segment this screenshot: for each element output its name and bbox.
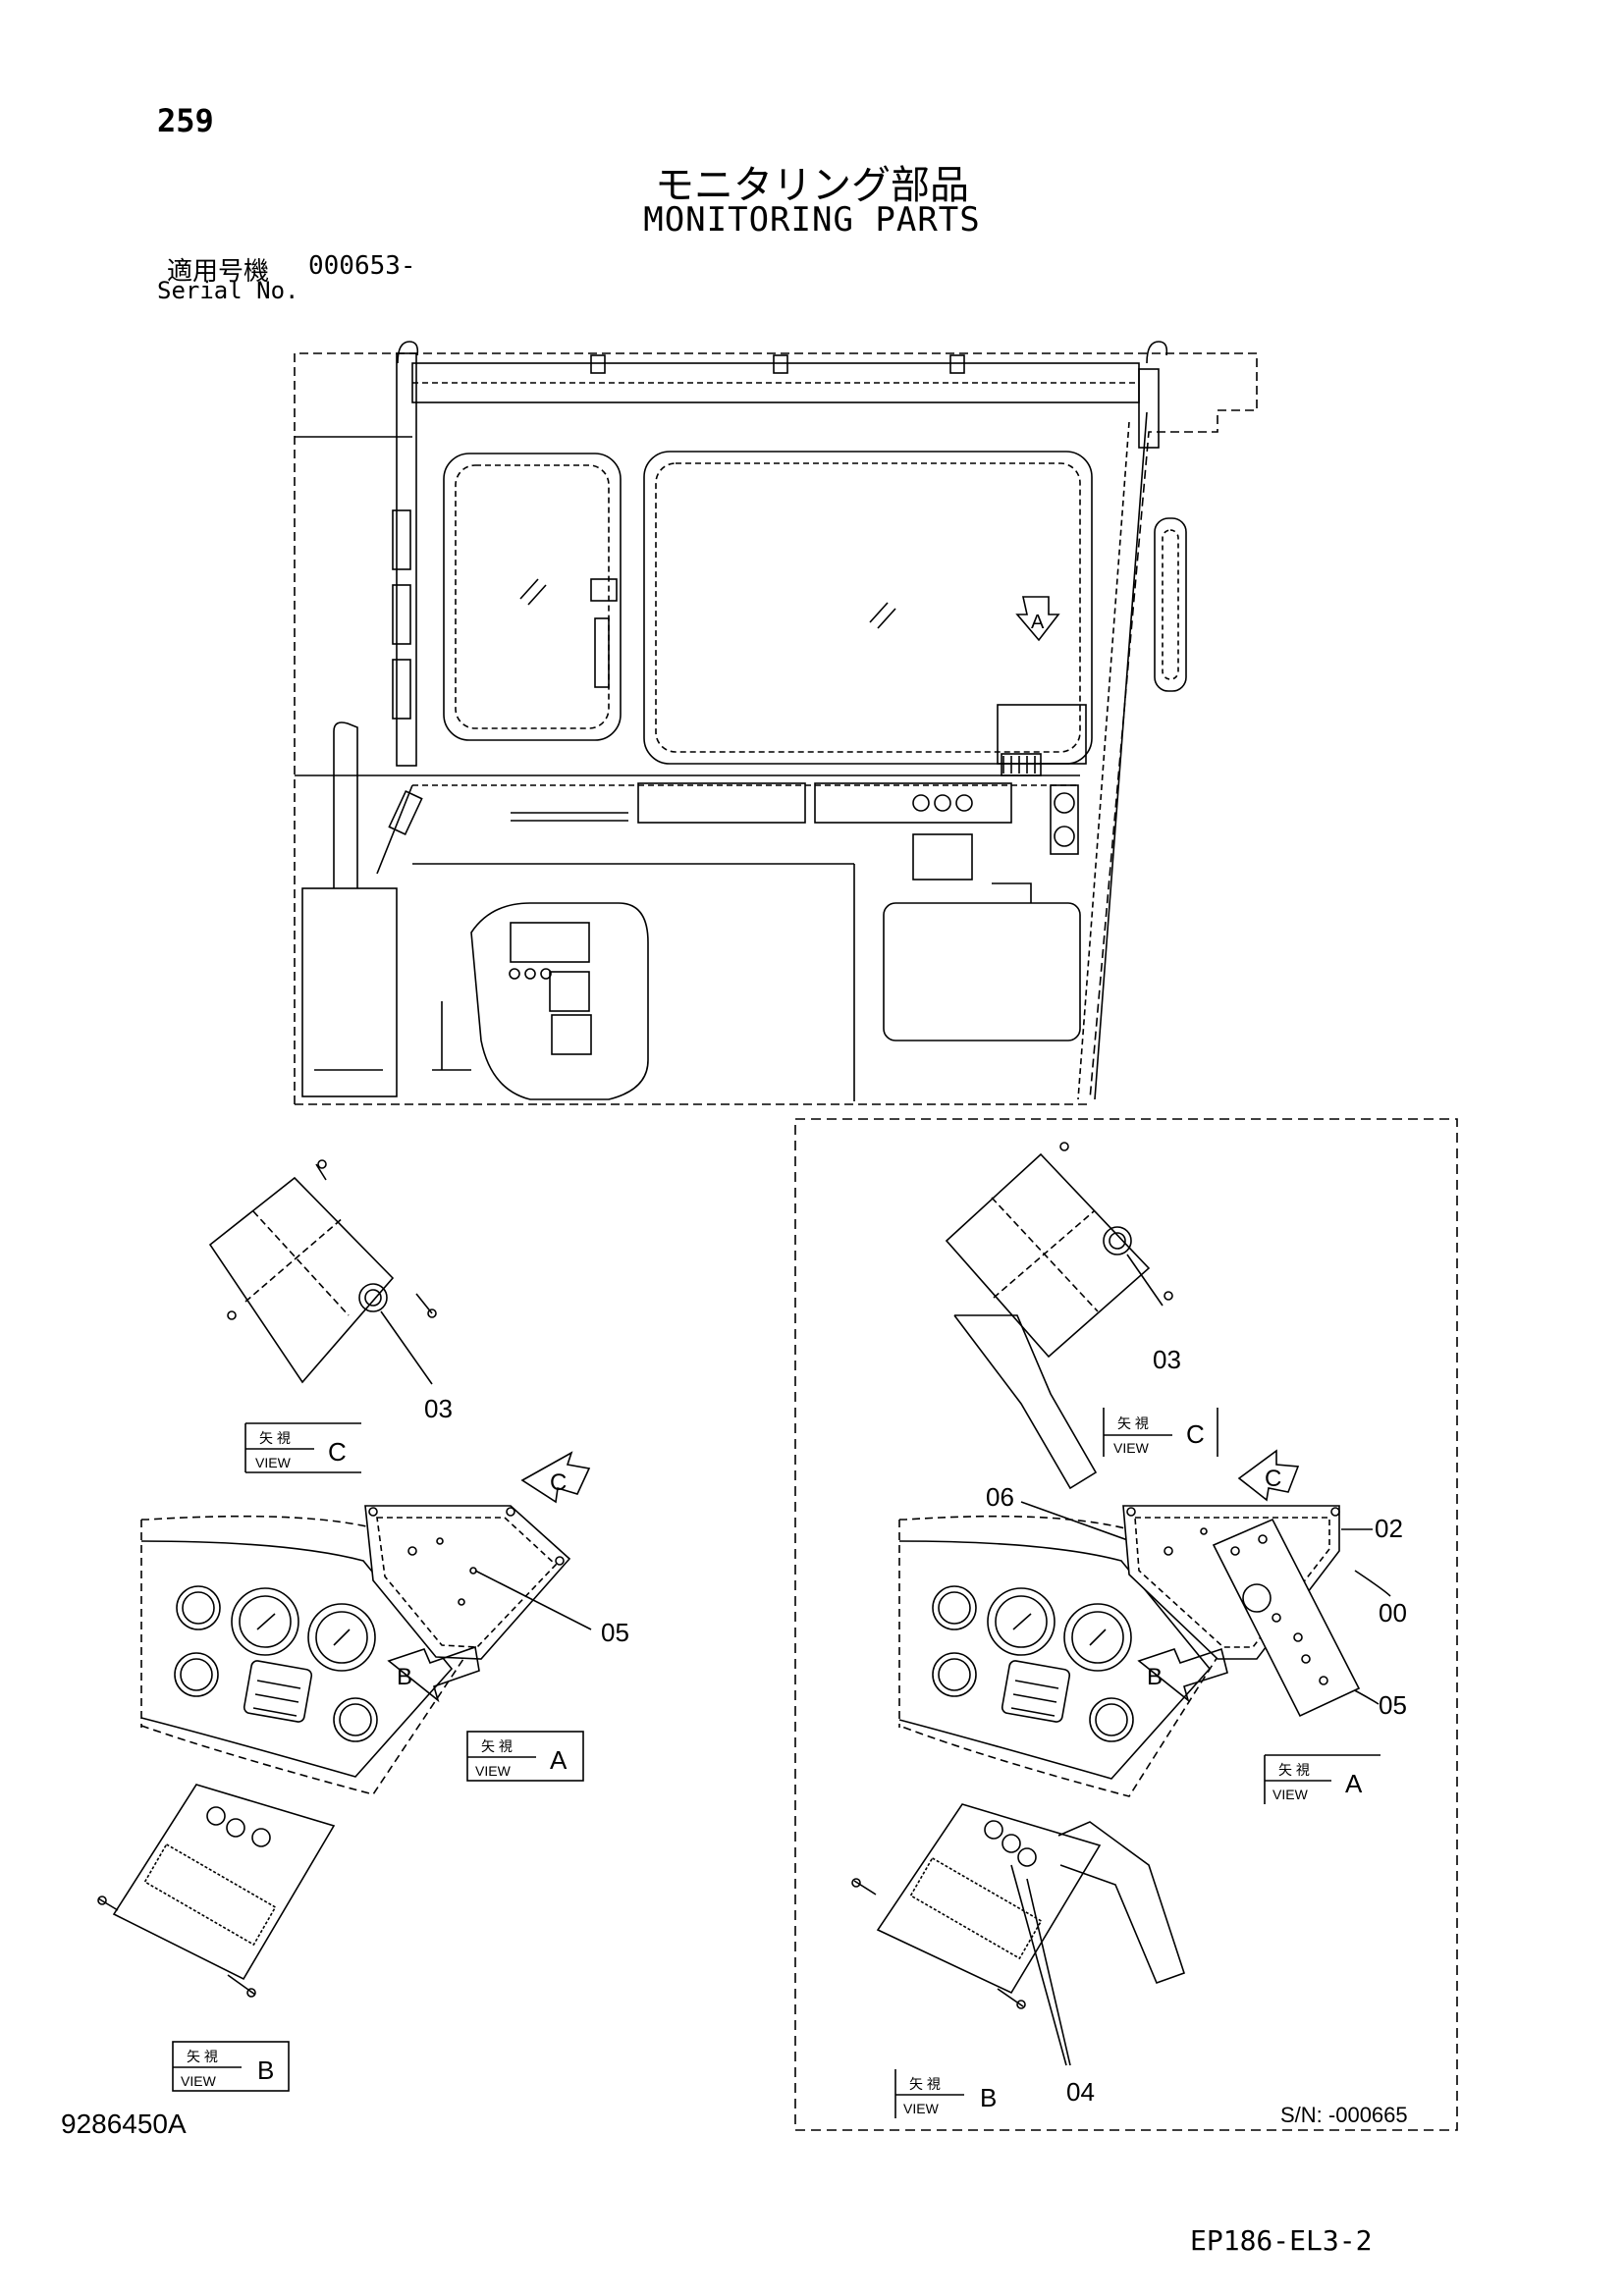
svg-text:VIEW: VIEW bbox=[1272, 1787, 1309, 1802]
serial-number-value: 000653- bbox=[308, 251, 416, 281]
svg-text:C: C bbox=[328, 1437, 347, 1467]
callout-05-right: 05 bbox=[1379, 1690, 1407, 1720]
view-arrow-c-left bbox=[520, 1451, 591, 1504]
svg-text:B: B bbox=[257, 2056, 274, 2085]
view-arrow-a-main: A bbox=[1031, 612, 1045, 633]
drawing-code: EP186-EL3-2 bbox=[1190, 2224, 1373, 2257]
left-detail-views: 03 矢 視 VIEW C C 05 bbox=[97, 1159, 629, 2092]
view-b-label-left: 矢 視 VIEW B bbox=[172, 2041, 290, 2092]
right-detail-views: 03 矢 視 VIEW C C 06 02 00 05 bbox=[794, 1118, 1458, 2131]
callout-06-right: 06 bbox=[986, 1482, 1014, 1512]
callout-00-right: 00 bbox=[1379, 1598, 1407, 1628]
callout-03-left: 03 bbox=[424, 1394, 453, 1423]
svg-text:C: C bbox=[1265, 1466, 1281, 1492]
view-arrow-b-right bbox=[1137, 1647, 1228, 1703]
cab-overview-drawing: A bbox=[294, 341, 1258, 1105]
svg-text:C: C bbox=[550, 1469, 567, 1496]
callout-05-left: 05 bbox=[601, 1618, 629, 1647]
view-arrow-b-left bbox=[387, 1645, 480, 1703]
svg-text:VIEW: VIEW bbox=[1113, 1440, 1150, 1456]
view-arrow-c-right bbox=[1237, 1449, 1300, 1502]
svg-text:VIEW: VIEW bbox=[903, 2101, 940, 2116]
svg-text:A: A bbox=[1345, 1769, 1363, 1798]
view-a-label-right: 矢 視 VIEW A bbox=[1264, 1754, 1380, 1804]
svg-text:矢 視: 矢 視 bbox=[259, 1430, 291, 1446]
svg-text:A: A bbox=[550, 1745, 568, 1775]
svg-text:矢 視: 矢 視 bbox=[481, 1738, 513, 1754]
view-b-label-right: 矢 視 VIEW B bbox=[894, 2069, 997, 2118]
svg-text:VIEW: VIEW bbox=[181, 2073, 217, 2089]
serial-label-japanese: 適用号機 bbox=[167, 257, 270, 287]
title-english: MONITORING PARTS bbox=[643, 200, 981, 240]
view-c-label-left: 矢 視 VIEW C bbox=[244, 1422, 361, 1473]
svg-text:矢 視: 矢 視 bbox=[1278, 1762, 1310, 1778]
svg-text:B: B bbox=[397, 1664, 412, 1690]
view-c-label-right: 矢 視 VIEW C bbox=[1103, 1408, 1218, 1457]
serial-label-english: Serial No. bbox=[157, 277, 299, 304]
callout-04-right: 04 bbox=[1066, 2077, 1095, 2107]
svg-text:矢 視: 矢 視 bbox=[1117, 1415, 1149, 1431]
svg-text:C: C bbox=[1186, 1419, 1205, 1449]
svg-text:矢 視: 矢 視 bbox=[909, 2076, 941, 2092]
callout-03-right: 03 bbox=[1153, 1345, 1181, 1374]
sn-range-frame bbox=[794, 1118, 1458, 2131]
sn-range-label: S/N: -000665 bbox=[1280, 2103, 1408, 2127]
svg-text:矢 視: 矢 視 bbox=[187, 2049, 218, 2064]
callout-02-right: 02 bbox=[1375, 1514, 1403, 1543]
svg-text:B: B bbox=[1147, 1664, 1163, 1690]
title-japanese: モニタリング部品 bbox=[655, 163, 969, 208]
svg-text:VIEW: VIEW bbox=[475, 1763, 512, 1779]
page-number: 259 bbox=[157, 102, 214, 139]
document-number: 9286450A bbox=[61, 2109, 187, 2139]
view-a-label-left: 矢 視 VIEW A bbox=[466, 1731, 584, 1782]
svg-text:B: B bbox=[980, 2083, 997, 2112]
svg-text:VIEW: VIEW bbox=[255, 1455, 292, 1470]
